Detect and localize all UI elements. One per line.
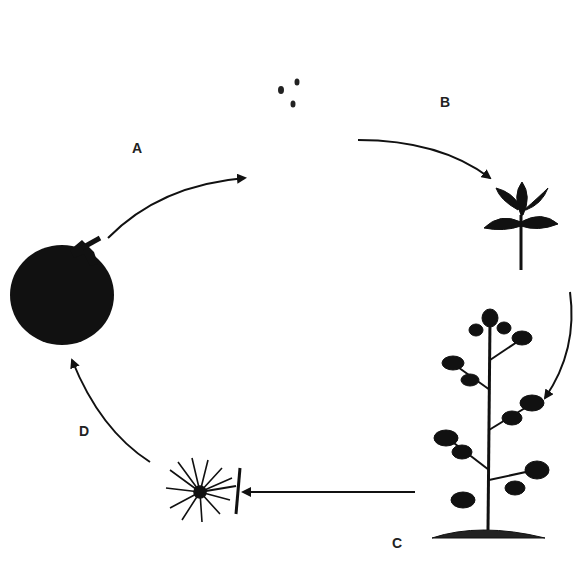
seedling <box>484 182 558 270</box>
cycle-arrow <box>72 360 150 462</box>
cycle-arrow <box>358 140 490 178</box>
cycle-arrow <box>108 178 245 238</box>
tomato-fruit <box>10 238 114 345</box>
arrow-letter: B <box>438 94 452 110</box>
cycle-arrow <box>545 292 572 398</box>
tomato-flower <box>166 458 240 522</box>
arrow-letter: C <box>390 535 404 551</box>
seeds <box>278 79 300 108</box>
arrow-letter: D <box>77 423 91 439</box>
cycle-arrow <box>243 491 415 493</box>
arrow-letter: A <box>130 140 144 156</box>
tomato-plant <box>432 309 549 538</box>
